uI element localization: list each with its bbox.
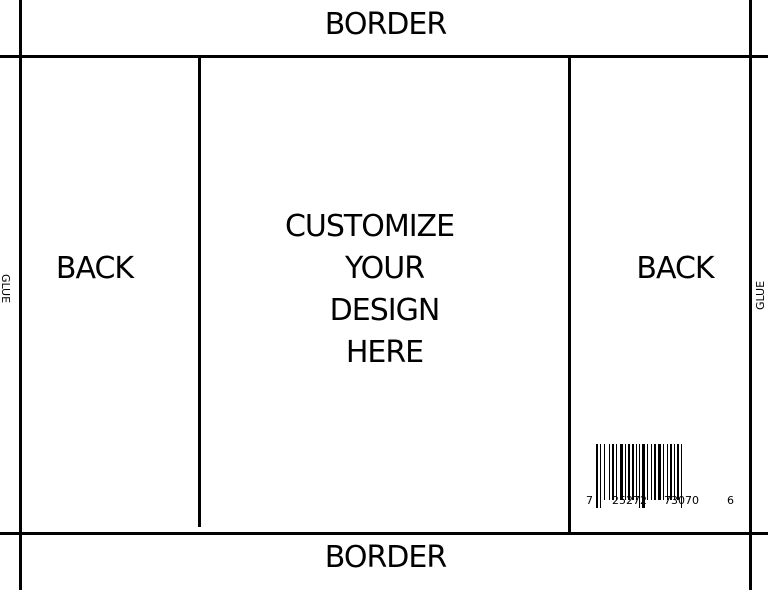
center-line: CUSTOMIZE [284,209,455,244]
barcode-bar [628,444,630,500]
fold-line-left-outer [19,0,22,590]
barcode-bar [625,444,626,500]
barcode-bar [632,444,634,500]
barcode-bar [677,444,679,500]
barcode-bar [604,444,605,500]
barcode-bar [654,444,656,500]
barcode-bar [658,444,661,500]
barcode-digits-left: 25272 [612,494,647,507]
center-line: HERE [345,335,424,370]
barcode-bar [647,444,648,500]
fold-line-center-right [568,56,571,534]
barcode-bar [596,444,598,508]
center-line: DESIGN [329,293,441,328]
barcode-bar [609,444,610,500]
fold-line-right-outer [749,0,752,590]
barcode [596,444,726,514]
fold-line-top [0,55,768,58]
barcode-bar [642,444,645,508]
barcode-bar [651,444,652,500]
bottom-border-label: BORDER [324,540,447,575]
barcode-bar [639,444,640,508]
right-back-label: BACK [636,251,714,286]
barcode-bar [620,444,623,500]
barcode-digit-last: 6 [727,494,734,507]
barcode-digit-first: 7 [586,494,593,507]
fold-line-center-left [198,55,201,527]
right-glue-label: GLUE [754,280,768,311]
barcode-bar [681,444,682,508]
barcode-bar [612,444,614,500]
barcode-bar [600,444,601,508]
barcode-bar [667,444,668,500]
fold-line-bottom [0,532,768,535]
barcode-bar [636,444,637,500]
barcode-bar [616,444,617,500]
center-line: YOUR [344,251,425,286]
barcode-bar [670,444,672,500]
left-back-label: BACK [55,251,134,286]
barcode-bar [663,444,664,500]
top-border-label: BORDER [324,7,447,42]
left-glue-label: GLUE [0,273,13,304]
barcode-digits-right: 73070 [664,494,699,507]
center-design-text: CUSTOMIZE YOUR DESIGN HERE [201,206,568,374]
barcode-bar [674,444,675,500]
